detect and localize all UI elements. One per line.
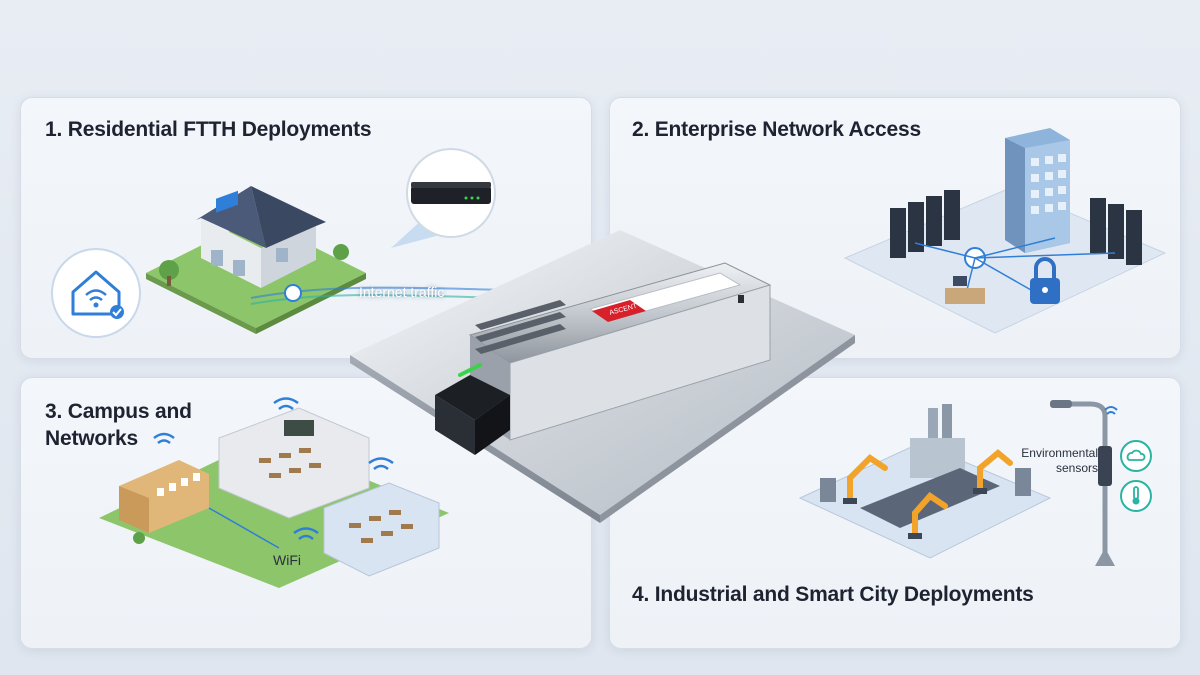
house-illustration xyxy=(146,186,366,334)
enterprise-illustration xyxy=(843,128,1167,334)
panel-residential-ftth: 1. Residential FTTH Deployments xyxy=(20,97,592,359)
panel-title: 1. Residential FTTH Deployments xyxy=(45,118,372,141)
street-lamp-icon xyxy=(1050,400,1118,566)
home-wifi-icon xyxy=(51,248,141,338)
sensors-label-line2: sensors xyxy=(1055,461,1098,475)
factory-illustration xyxy=(798,404,1052,559)
panel-title: 3. Campus and Networks xyxy=(45,400,192,450)
wifi-label: WiFi xyxy=(273,552,301,568)
internet-traffic-label: Internet traffic xyxy=(359,284,445,300)
sensors-label-line1: Environmental xyxy=(1021,446,1098,460)
traffic-flow-lines xyxy=(250,284,512,305)
ont-device-callout xyxy=(391,148,496,248)
thermometer-sensor-icon xyxy=(1120,480,1152,512)
cloud-sensor-icon xyxy=(1120,440,1152,472)
panel-title: 4. Industrial and Smart City Deployments xyxy=(632,583,1034,606)
campus-illustration xyxy=(99,397,449,588)
panel-title: 2. Enterprise Network Access xyxy=(632,118,921,141)
center-platform: ASCENT xyxy=(350,230,855,523)
panel-industrial-smart-city: 4. Industrial and Smart City Deployments xyxy=(609,377,1181,649)
environmental-sensors-label: Environmental sensors xyxy=(1018,446,1098,476)
